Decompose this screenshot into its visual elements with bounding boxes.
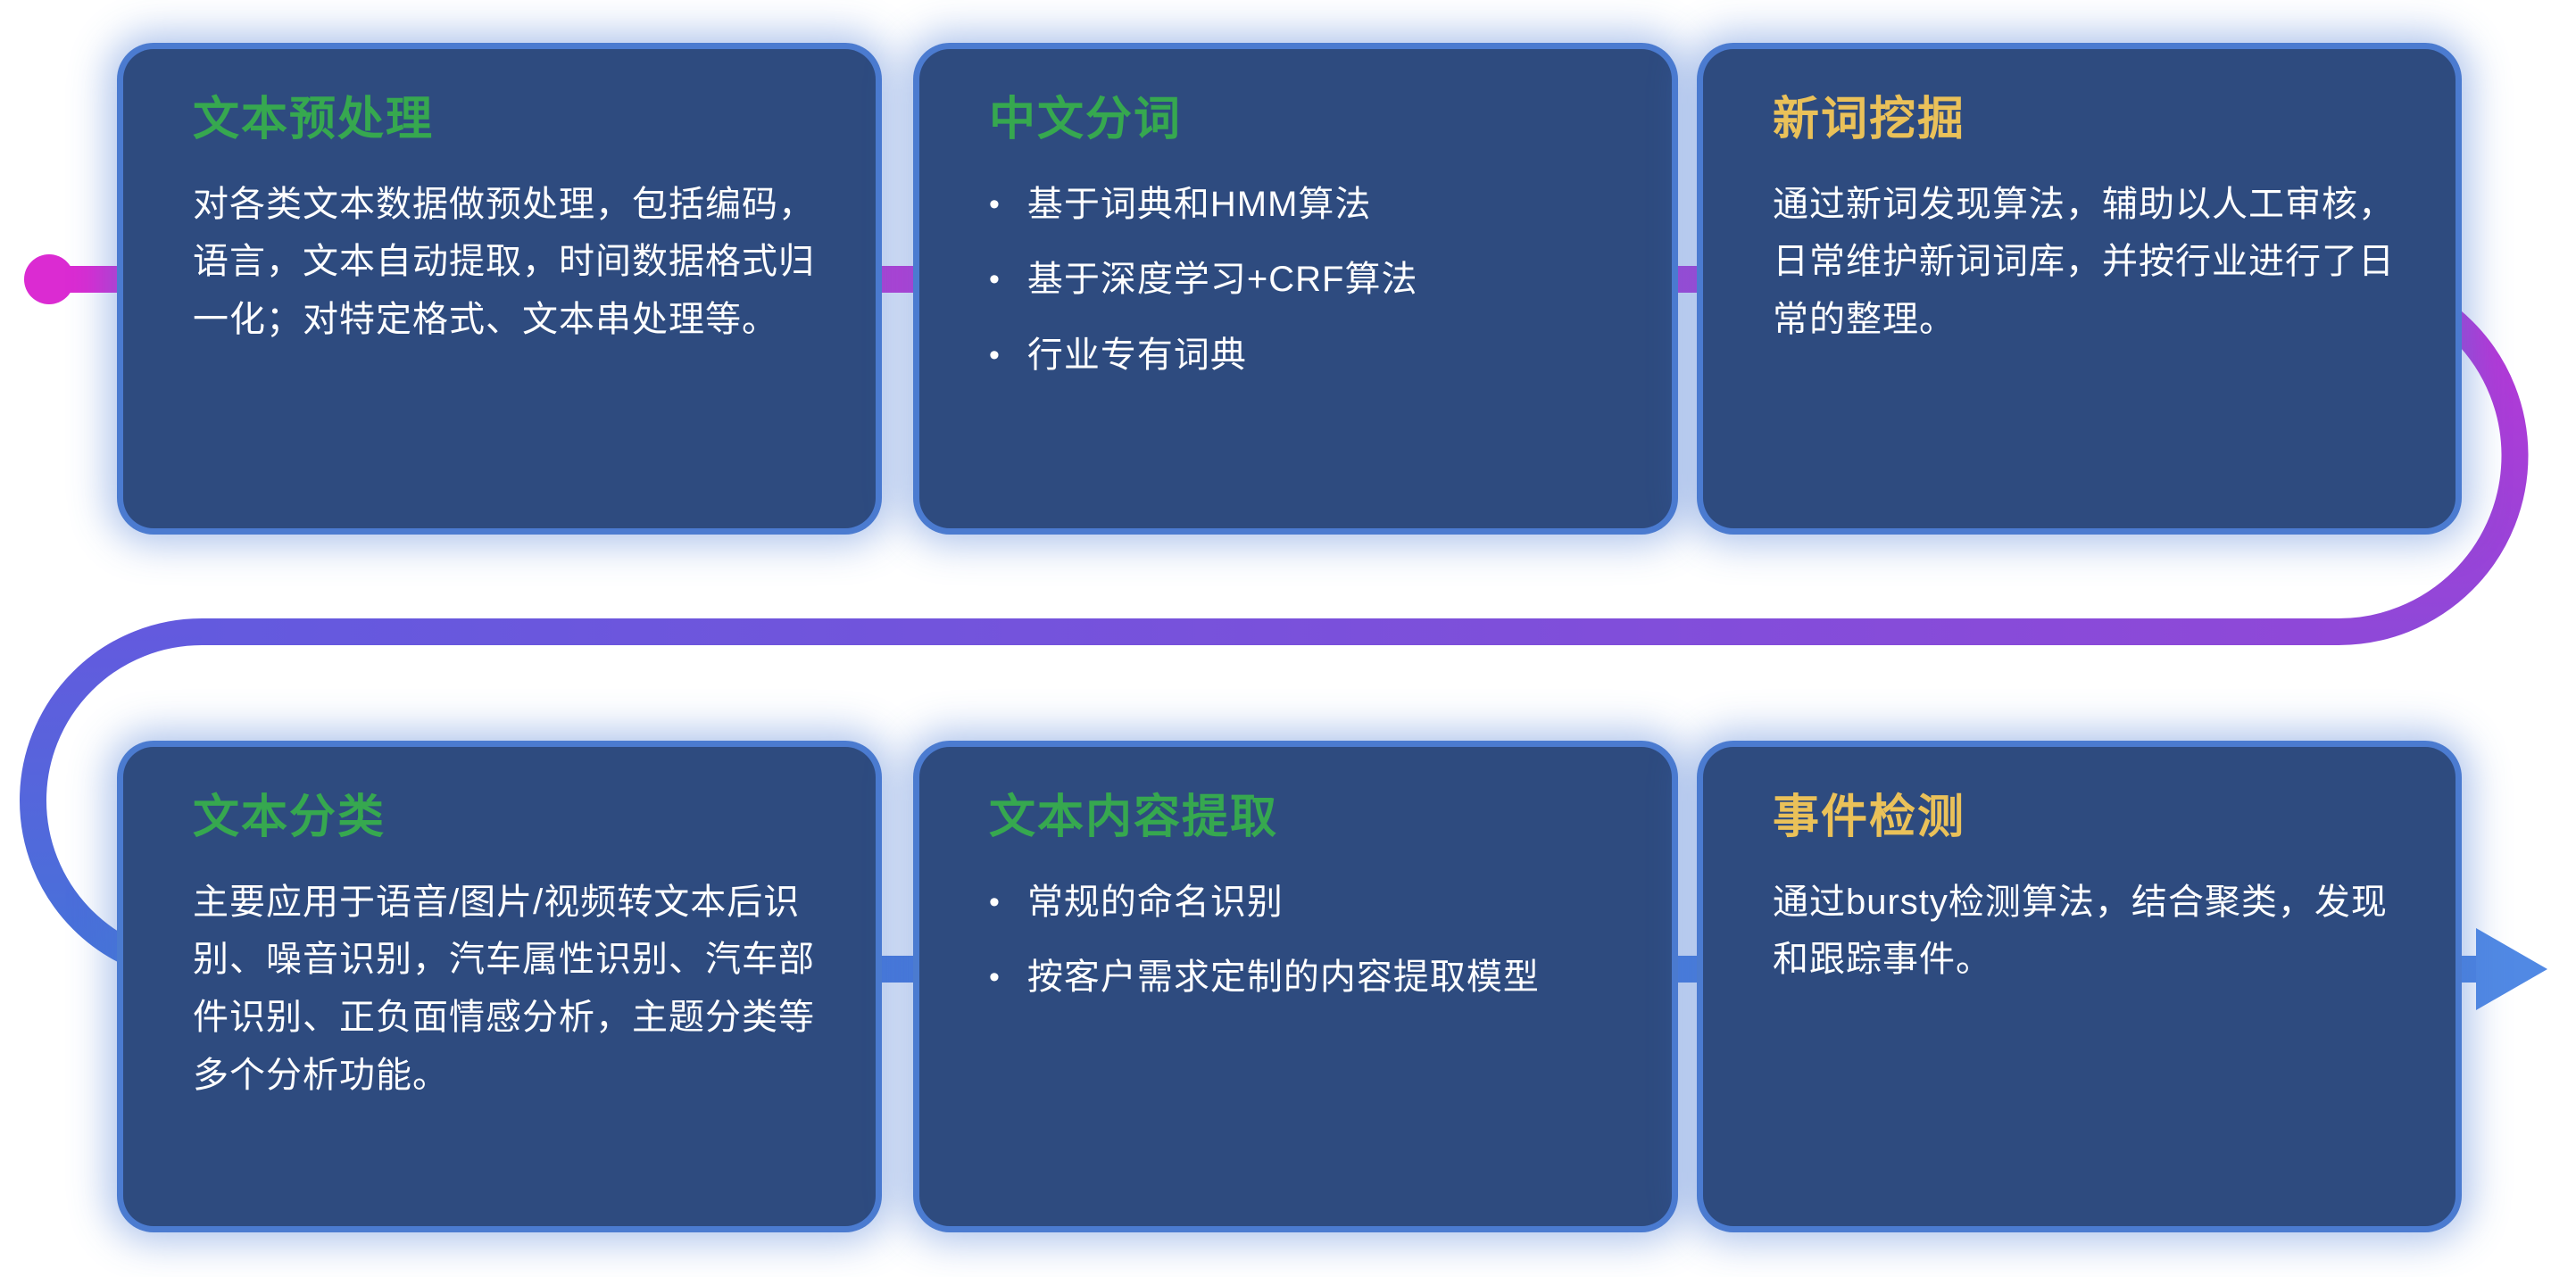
bullet-list: • 常规的命名识别 • 按客户需求定制的内容提取模型: [989, 874, 1620, 1008]
card-body: 通过新词发现算法，辅助以人工审核，日常维护新词词库，并按行业进行了日常的整理。: [1773, 184, 2395, 340]
card-text-preprocessing: 文本预处理 对各类文本数据做预处理，包括编码，语言，文本自动提取，时间数据格式归…: [123, 49, 876, 528]
bullet-item: • 基于深度学习+CRF算法: [989, 251, 1620, 309]
bullet-text: 行业专有词典: [1026, 336, 1247, 376]
card-title: 文本预处理: [193, 94, 435, 145]
bullet-dot-icon: •: [989, 262, 1001, 297]
bullet-item: • 常规的命名识别: [989, 874, 1620, 932]
card-body: 通过bursty检测算法，结合聚类，发现和跟踪事件。: [1773, 882, 2388, 980]
bullet-text: 基于深度学习+CRF算法: [1026, 260, 1418, 300]
card-content-extraction: 文本内容提取 • 常规的命名识别 • 按客户需求定制的内容提取模型: [919, 747, 1672, 1226]
flow-start-dot: [24, 254, 74, 304]
flow-arrow-icon: [2476, 928, 2547, 1010]
card-body: 对各类文本数据做预处理，包括编码，语言，文本自动提取，时间数据格式归一化；对特定…: [193, 184, 815, 340]
bullet-text: 按客户需求定制的内容提取模型: [1026, 958, 1540, 998]
card-chinese-word-segmentation: 中文分词 • 基于词典和HMM算法 • 基于深度学习+CRF算法 • 行业专有词…: [919, 49, 1672, 528]
bullet-item: • 按客户需求定制的内容提取模型: [989, 949, 1620, 1007]
card-new-word-mining: 新词挖掘 通过新词发现算法，辅助以人工审核，日常维护新词词库，并按行业进行了日常…: [1703, 49, 2456, 528]
card-title: 新词挖掘: [1773, 94, 1966, 145]
bullet-dot-icon: •: [989, 187, 1001, 221]
bullet-dot-icon: •: [989, 338, 1001, 373]
card-body: 主要应用于语音/图片/视频转文本后识别、噪音识别，汽车属性识别、汽车部件识别、正…: [193, 882, 815, 1095]
bullet-dot-icon: •: [989, 884, 1001, 919]
card-title: 事件检测: [1773, 792, 1966, 843]
card-event-detection: 事件检测 通过bursty检测算法，结合聚类，发现和跟踪事件。: [1703, 747, 2456, 1226]
card-title: 文本内容提取: [989, 792, 1279, 843]
bullet-dot-icon: •: [989, 960, 1001, 995]
card-title: 中文分词: [989, 94, 1183, 145]
bullet-text: 常规的命名识别: [1026, 882, 1284, 922]
bullet-item: • 行业专有词典: [989, 327, 1620, 385]
card-text-classification: 文本分类 主要应用于语音/图片/视频转文本后识别、噪音识别，汽车属性识别、汽车部…: [123, 747, 876, 1226]
bullet-list: • 基于词典和HMM算法 • 基于深度学习+CRF算法 • 行业专有词典: [989, 176, 1620, 385]
bullet-item: • 基于词典和HMM算法: [989, 176, 1620, 234]
bullet-text: 基于词典和HMM算法: [1026, 184, 1372, 224]
card-title: 文本分类: [193, 792, 386, 843]
